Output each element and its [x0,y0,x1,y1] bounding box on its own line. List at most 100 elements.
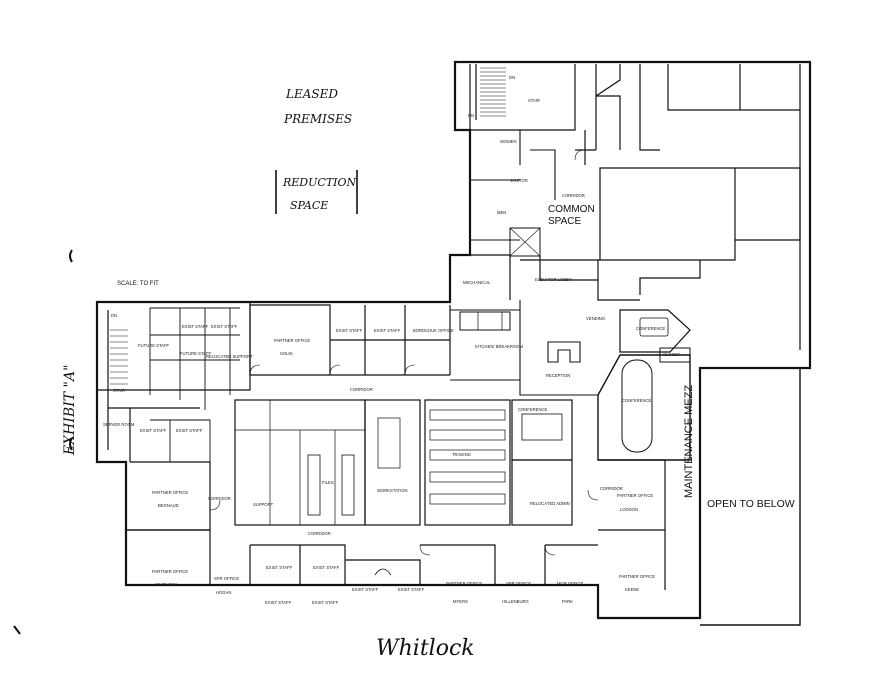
trading-room [424,399,511,526]
reduction-brackets [275,170,358,214]
room-label: KITCHEN/ BREAKROOM [475,344,523,349]
room-label: DN [111,313,117,318]
room-label: EXIST STAFF [266,565,293,570]
room-label: CORRIDOR [600,486,623,491]
relocated-admin [511,459,573,526]
conference-table-large [621,359,653,453]
room-label: TRADING [452,452,471,457]
room-label: EXIST STAFF [352,587,379,592]
room-label: PARTNER OFFICE [619,574,655,579]
room-label: WOMEN [500,139,517,144]
room-label: EXIST STAFF [313,565,340,570]
stair-arc [374,568,392,576]
room-label: HOGAN [216,590,231,595]
workstation-table [377,417,401,469]
stair-block [469,64,576,131]
door-swings [209,149,599,556]
room-label: PARTNER OFFICE [617,493,653,498]
room-label: RECEPTION [546,373,570,378]
room-label: STAIR [528,98,540,103]
staff-cubicles-left [149,307,240,410]
room-label: WHITLOCK [155,582,177,587]
file-cabinet-1 [307,454,321,516]
trading-desks [429,409,506,505]
bottom-offices [126,529,598,586]
room-label: BEGNAUD [158,503,179,508]
room-label: CORRIDOR [562,193,585,198]
room-label: SPR OFFICE [506,581,531,586]
scan-mark [69,437,73,451]
room-label: EXIST STAFF [265,600,292,605]
room-label: MEN [497,210,506,215]
room-label: CORRIDOR [350,387,373,392]
elevator [509,227,541,257]
room-label: MYERS [453,599,468,604]
stair-treads [480,67,506,117]
common-space-label: COMMON [548,204,595,215]
room-label: CORRIDOR [208,496,231,501]
room-label: EXIST STAFF [312,600,339,605]
reduction-space-note: REDUCTION [282,176,357,189]
workstation-block [364,399,421,526]
room-label: VENDING [586,316,605,321]
mezz-boundary [700,367,801,626]
office-walls-mid [599,167,801,295]
room-label: JANITOR [510,178,528,183]
room-label: CONFERENCE [622,398,652,403]
exist-staff-left [150,419,211,462]
left-stair-treads [110,329,128,385]
mechanical-walls [449,254,640,302]
room-label: KEENE [625,587,639,592]
conference-table [639,317,669,337]
maintenance-mezz-label: MAINTENANCE MEZZ [683,385,695,498]
room-label: MGR OFFICE [557,581,583,586]
room-labels: STAIR DN DN WOMEN JANITOR MEN CORRIDOR M… [103,75,680,605]
room-label: PARK [562,599,573,604]
scan-mark [69,249,73,263]
room-label: FUTURE STAFF [180,351,212,356]
room-label: EXIST STAFF [176,428,203,433]
office-walls-top [575,64,621,165]
room-label: PARTNER OFFICE [274,338,310,343]
room-label: PARTNER OFFICE [446,581,482,586]
open-to-below-label: OPEN TO BELOW [707,498,795,510]
room-label: STAIR [113,388,125,393]
room-label: RELOCATED ADMIN [530,501,570,506]
room-label: CLOSET [663,352,680,357]
room-label: EXIST STAFF [398,587,425,592]
room-label: EXIST STAFF [211,324,238,329]
room-label: PARTNER OFFICE [152,569,188,574]
room-label: EXIST STAFF [182,324,209,329]
room-label: RELOCATED SUPPORT [206,354,253,359]
conference-room-right [597,354,691,461]
room-label: SERVER ROOM [103,422,135,427]
room-label: FILES [322,480,334,485]
partner-offices-right [598,459,666,590]
common-space-label-2: SPACE [548,216,581,227]
room-label: MECHANICAL [463,280,491,285]
room-label: DN [509,75,515,80]
file-cabinet-2 [341,454,355,516]
room-label: DN [468,113,474,118]
restroom-walls [469,130,556,241]
room-label: SUPPORT [253,502,274,507]
room-label: EXIST STAFF [336,328,363,333]
conference-room-top [619,309,691,353]
room-label: EXIST STAFF [374,328,401,333]
signature: Whitlock [376,636,475,661]
building-outline [95,60,812,620]
elevator-x [509,227,541,257]
room-label: CONFERENCE [636,326,666,331]
room-label: CORRIDOR [308,531,331,536]
leased-premises-note: LEASED [285,87,338,101]
reception [519,300,598,396]
scale-note: SCALE: TO FIT [117,281,159,287]
files-grid [235,400,365,525]
reduction-space-note-2: SPACE [290,199,328,212]
room-label: BORDCHUK OFFICE [413,328,454,333]
room-label: CONFERENCE [518,407,548,412]
room-label: SPR OFFICE [214,576,239,581]
leased-premises-note-2: PREMISES [283,112,352,126]
room-label: EXIST STAFF [140,428,167,433]
